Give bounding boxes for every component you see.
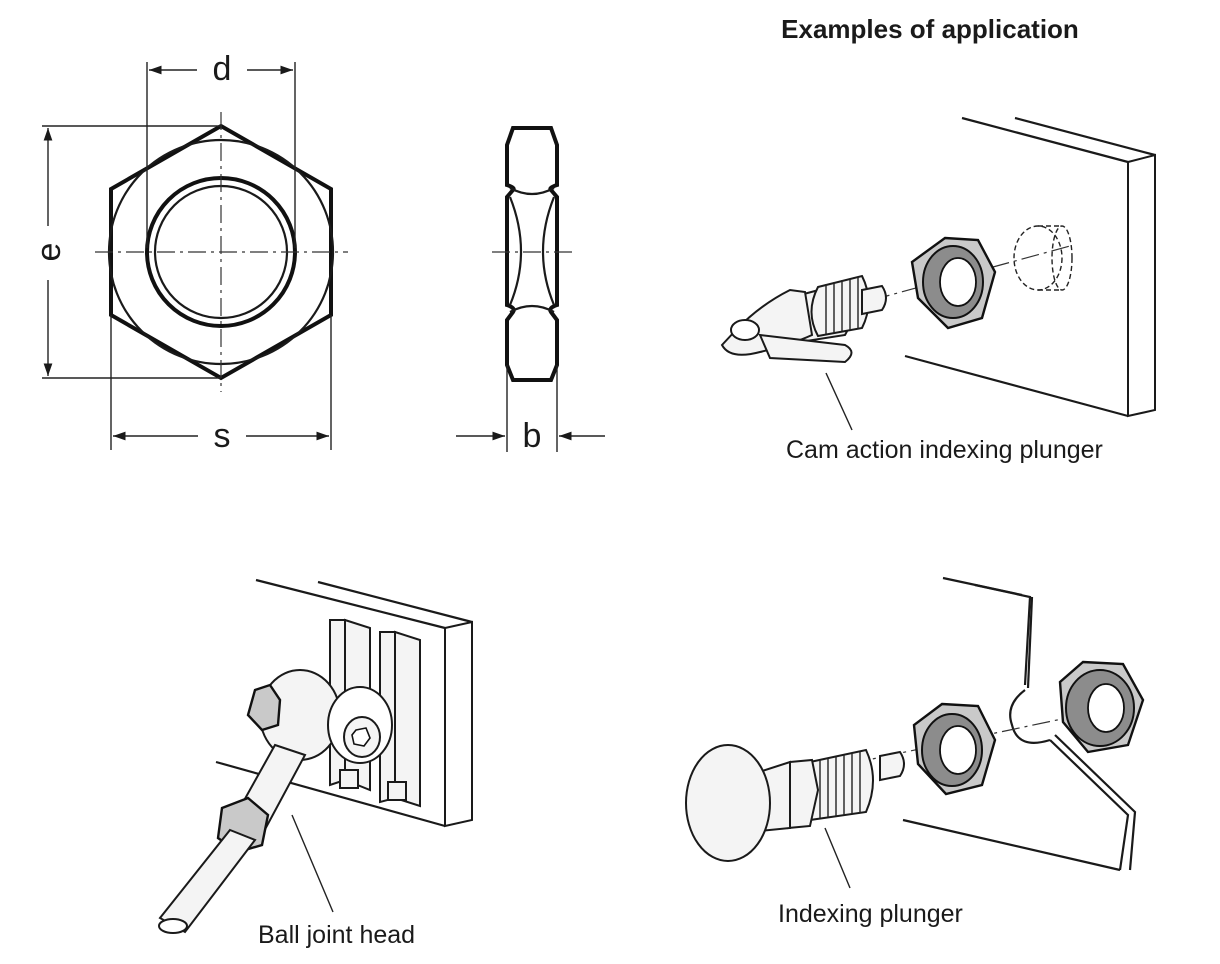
- caption-cam: Cam action indexing plunger: [786, 436, 1103, 464]
- dimension-b: b: [456, 365, 605, 455]
- dimension-d: d: [146, 50, 296, 248]
- dim-label-s: s: [214, 417, 231, 455]
- indexing-plunger-illustration: [685, 576, 1145, 889]
- ball-joint-illustration: [158, 578, 473, 934]
- dim-label-d: d: [213, 50, 232, 88]
- dim-label-e: e: [30, 243, 68, 262]
- dimension-e: e: [30, 125, 221, 379]
- caption-ball: Ball joint head: [258, 921, 415, 949]
- caption-indexing: Indexing plunger: [778, 900, 963, 928]
- examples-title: Examples of application: [781, 14, 1079, 44]
- dimension-s: s: [110, 315, 332, 455]
- nut-side-view: [492, 126, 572, 382]
- cam-plunger-illustration: [720, 116, 1156, 431]
- dim-label-b: b: [523, 417, 542, 455]
- nut-front-view: [95, 112, 348, 392]
